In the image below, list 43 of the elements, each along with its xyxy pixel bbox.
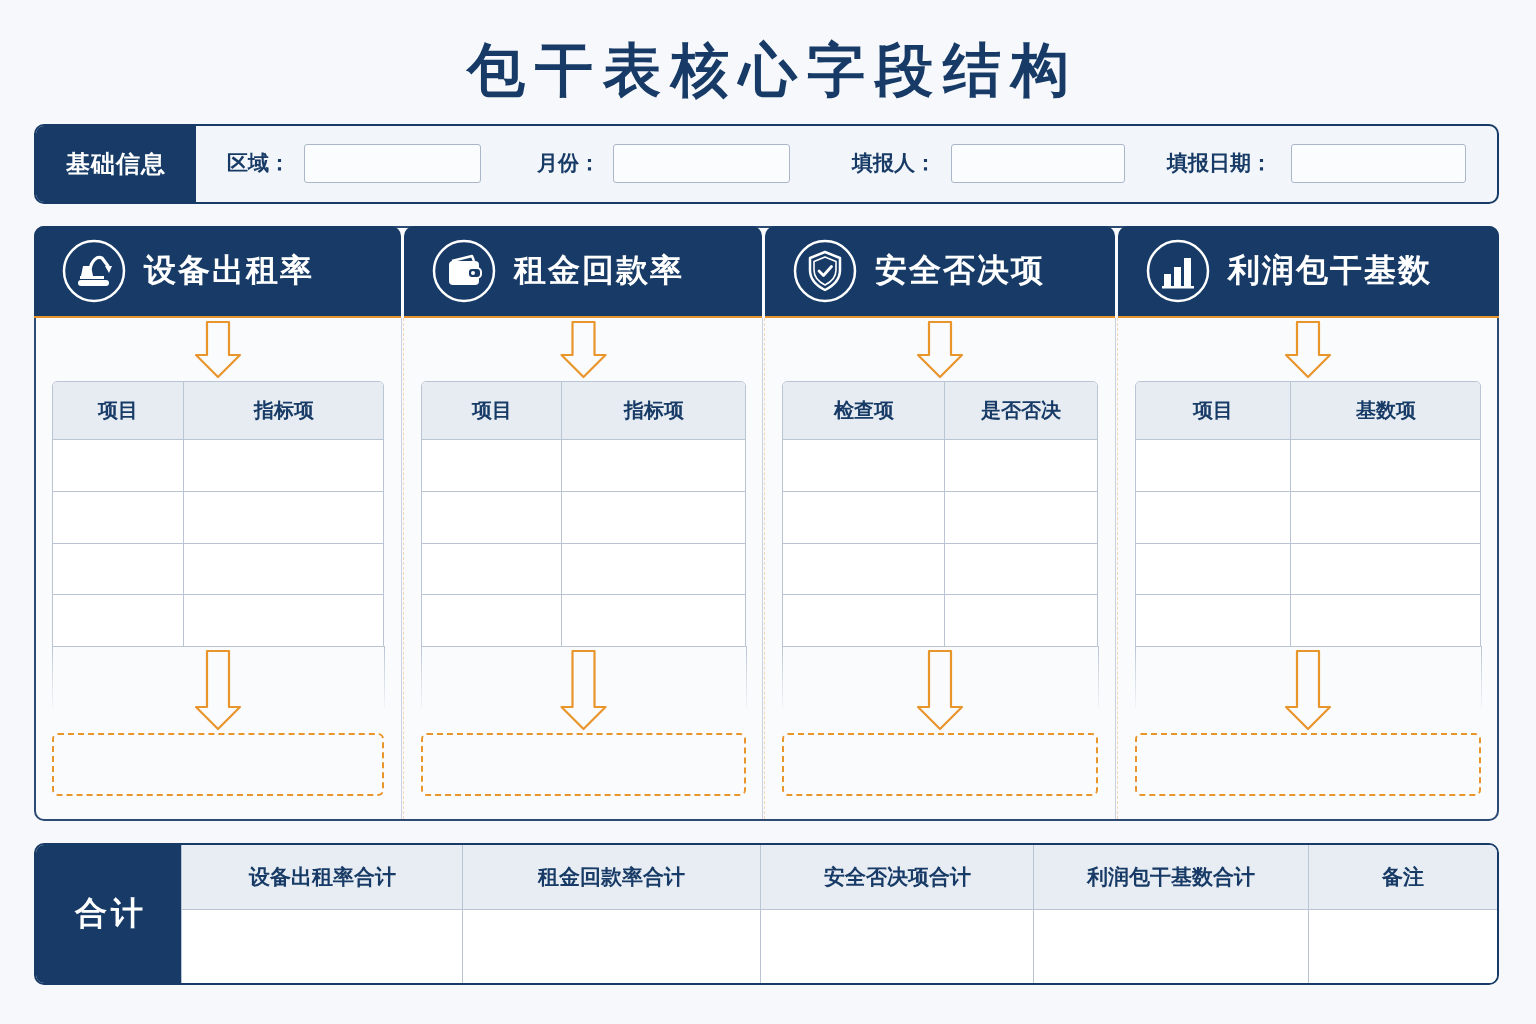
field-label: 填报人： — [852, 150, 936, 177]
column-header-bar — [1118, 226, 1499, 318]
header-title: 设备出租率 — [144, 250, 314, 291]
dashed-box — [782, 733, 1098, 796]
column-header: 检查项 — [783, 382, 944, 439]
title: 包干表核心字段结构 — [465, 35, 1079, 106]
arrow — [916, 320, 964, 379]
arrow — [560, 320, 607, 379]
info-bar — [34, 124, 1499, 204]
column-header: 利润包干基数合计 — [1033, 845, 1308, 910]
field-label: 填报日期： — [1167, 150, 1272, 177]
arrow — [1284, 320, 1332, 379]
column-header: 项目 — [422, 382, 561, 439]
panel-frame — [34, 226, 1499, 821]
dashed-box — [1135, 733, 1481, 796]
column-header: 项目 — [1136, 382, 1290, 439]
column-header: 指标项 — [183, 382, 383, 439]
column-header-bar — [765, 226, 1115, 318]
arrow — [194, 649, 242, 731]
header-title: 租金回款率 — [514, 250, 684, 291]
column-header: 租金回款率合计 — [462, 845, 760, 910]
column-header: 备注 — [1308, 845, 1497, 910]
header-title: 利润包干基数 — [1228, 250, 1432, 291]
column-header: 基数项 — [1290, 382, 1480, 439]
field-label: 区域： — [227, 150, 290, 177]
arrow — [560, 649, 607, 731]
arrow — [1284, 649, 1332, 731]
arrow — [194, 320, 242, 379]
summary-table — [34, 843, 1499, 985]
column-header: 是否否决 — [944, 382, 1097, 439]
section-label: 基础信息 — [36, 126, 196, 202]
column-header: 指标项 — [561, 382, 745, 439]
column-header-bar — [34, 226, 401, 318]
arrow — [916, 649, 964, 731]
field-label: 月份： — [537, 150, 600, 177]
dashed-box — [52, 733, 384, 796]
column-header-bar — [404, 226, 762, 318]
header-title: 安全否决项 — [875, 250, 1045, 291]
column-header: 安全否决项合计 — [760, 845, 1033, 910]
row-header: 合计 — [36, 845, 181, 983]
column-header: 设备出租率合计 — [181, 845, 462, 910]
dashed-box — [421, 733, 746, 796]
column-header: 项目 — [53, 382, 183, 439]
